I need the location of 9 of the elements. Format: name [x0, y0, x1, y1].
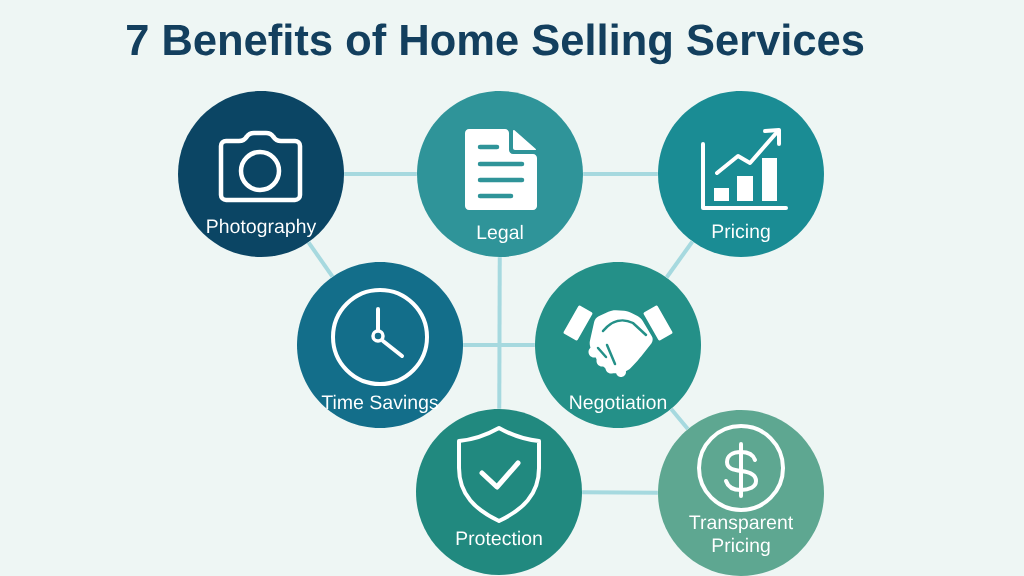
connector-line [669, 407, 690, 431]
connector-line [583, 172, 658, 176]
connector-line [664, 240, 695, 279]
connector-line [306, 241, 335, 278]
connector-line [497, 257, 502, 409]
title: 7 Benefits of Home Selling Services [127, 23, 864, 65]
connector-line [582, 490, 658, 495]
connector-line [344, 172, 417, 176]
connector-line [463, 343, 535, 347]
